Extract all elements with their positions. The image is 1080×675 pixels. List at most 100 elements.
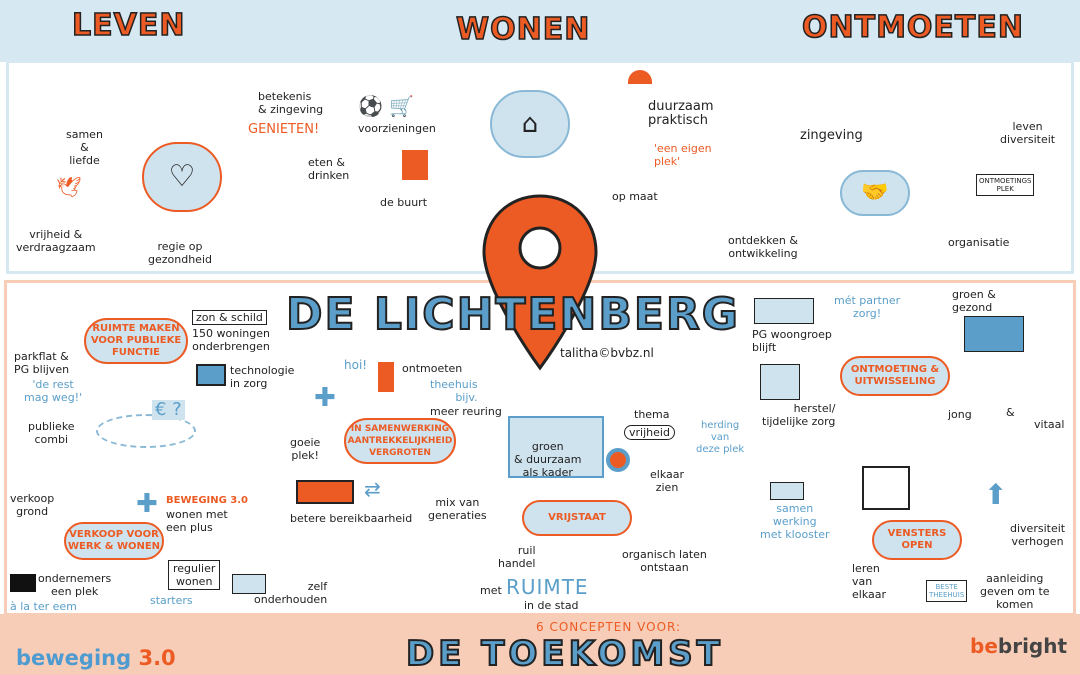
label-diversiteit: diversiteit verhogen [1010, 522, 1066, 548]
label-herding: herding van deze plek [696, 420, 745, 455]
label-groen-duurzaam: groen & duurzaam als kader [514, 440, 582, 479]
location-pin-icon [482, 194, 598, 371]
person-waving-icon [378, 362, 394, 392]
label-partner-zorg: mét partner zorg! [834, 294, 901, 320]
label-organisatie: organisatie [948, 236, 1010, 249]
label-zon-schild: zon & schild [192, 310, 267, 325]
label-eten: eten & drinken [308, 156, 350, 182]
footer-title: DE TOEKOMST [405, 633, 724, 675]
label-in-de-stad: in de stad [524, 599, 579, 612]
buildings-icon [754, 298, 814, 324]
label-jong: jong [948, 408, 972, 421]
label-starters: starters [150, 594, 193, 607]
label-betekenis: betekenis & zingeving [258, 90, 324, 116]
concept-cloud-ontmoeting: ONTMOETING & UITWISSELING [840, 356, 950, 396]
label-150-woningen: 150 woningen onderbrengen [192, 327, 270, 353]
main-title: DE LICHTENBERG [285, 289, 740, 341]
footer-subtitle: 6 CONCEPTEN VOOR: [536, 620, 682, 634]
label-parkflat: parkflat & PG blijven [14, 350, 70, 376]
beste-theehuis-sign: BESTE THEEHUIS [926, 580, 968, 602]
bus-icon [296, 480, 354, 504]
header-band [0, 0, 1080, 62]
label-voorzieningen: voorzieningen [358, 122, 436, 135]
label-ruil-handel: ruil handel [498, 544, 536, 570]
label-vitaal: vitaal [1034, 418, 1065, 431]
shopping-cart-icon: ⚽ 🛒 [358, 94, 415, 118]
label-publieke-combi: publieke combi [28, 420, 75, 446]
logo-number: 3.0 [138, 646, 176, 670]
label-beweging: BEWEGING 3.0 [166, 495, 249, 506]
label-en: & [1006, 406, 1015, 419]
plus-icon: ✚ [136, 489, 158, 519]
label-hoi: hoi! [344, 358, 368, 372]
houses-tree-icon [964, 316, 1024, 352]
field-icon [96, 414, 196, 448]
bird-icon: 🕊 [56, 175, 82, 199]
concept-cloud-verkoop: VERKOOP VOOR WERK & WONEN [64, 522, 164, 560]
heading-leven: LEVEN [71, 7, 186, 44]
orange-house-icon [402, 150, 428, 180]
house-cloud: ⌂ [490, 90, 570, 158]
label-regulier: regulier wonen [168, 560, 221, 590]
label-ruimte: RUIMTE [506, 575, 589, 599]
sun-icon [628, 70, 652, 84]
label-regie: regie op gezondheid [148, 240, 212, 266]
handshake-cloud: 🤝 [840, 170, 910, 216]
logo-be: be [970, 634, 998, 658]
label-leren: leren van elkaar [852, 562, 887, 601]
ontmoetingsplek-sign: ONTMOETINGS PLEK [976, 174, 1035, 196]
label-buurt: de buurt [380, 196, 428, 209]
heading-ontmoeten: ONTMOETEN [801, 9, 1024, 46]
label-eigen-plek: 'een eigen plek' [654, 142, 712, 168]
label-de-rest: 'de rest mag weg!' [24, 378, 83, 404]
concept-cloud-ruimte: RUIMTE MAKEN VOOR PUBLIEKE FUNCTIE [84, 318, 188, 364]
label-leven-diversiteit: leven diversiteit [1000, 120, 1056, 146]
house-icon: ⌂ [521, 109, 539, 139]
label-goeie-plek: goeie plek! [290, 436, 321, 462]
label-ontdekken: ontdekken & ontwikkeling [728, 234, 798, 260]
euro-sign: € ? [152, 400, 185, 420]
plus-icon: ✚ [314, 383, 336, 413]
label-elkaar-zien: elkaar zien [650, 468, 685, 494]
label-pg-woongroep: PG woongroep blijft [752, 328, 832, 354]
logo-text: beweging [16, 646, 132, 670]
label-groen-gezond: groen & gezond [952, 288, 996, 314]
concept-cloud-vensters: VENSTERS OPEN [872, 520, 962, 560]
monastery-icon [770, 482, 804, 500]
laptop-icon [196, 364, 226, 386]
label-samenwerking-klooster: samen werking met klooster [760, 502, 830, 541]
label-thema: thema [634, 408, 670, 421]
label-theehuis: theehuis bijv. [430, 378, 478, 404]
label-verkoop-grond: verkoop grond [10, 492, 55, 518]
label-zingeving: zingeving [800, 128, 863, 143]
credit: talitha©bvbz.nl [560, 346, 654, 360]
handshake-icon: 🤝 [861, 180, 889, 205]
footer-band [0, 614, 1080, 675]
up-arrow-icon: ⬆ [984, 478, 1008, 511]
heart-icon: ♡ [168, 159, 196, 194]
care-house-icon [760, 364, 800, 400]
bricks-icon [232, 574, 266, 594]
beweging-logo: beweging 3.0 [16, 646, 176, 670]
heading-wonen: WONEN [455, 11, 591, 48]
label-wonen-plus: wonen met een plus [166, 508, 228, 534]
logo-bright: bright [997, 634, 1068, 658]
label-vrijheid: vrijheid & verdraagzaam [16, 228, 96, 254]
label-herstel: herstel/ tijdelijke zorg [762, 402, 836, 428]
label-genieten: GENIETEN! [248, 122, 320, 137]
label-mix-generaties: mix van generaties [428, 496, 487, 522]
label-ontmoeten: ontmoeten [402, 362, 463, 375]
concept-cloud-samenwerking: IN SAMENWERKING AANTREKKELIJKHEID VERGRO… [344, 418, 456, 464]
bebright-logo: bebright [970, 634, 1067, 658]
concept-cloud-vrijstaat: VRIJSTAAT [522, 500, 632, 536]
label-bereikbaarheid: betere bereikbaarheid [290, 512, 413, 525]
heart-cloud: ♡ [142, 142, 222, 212]
label-meer-reuring: meer reuring [430, 405, 502, 418]
label-organisch: organisch laten ontstaan [622, 548, 707, 574]
label-opmaat: op maat [612, 190, 658, 203]
exchange-arrows-icon: ⇄ [364, 477, 381, 501]
label-met: met [480, 584, 502, 597]
label-aanleiding: aanleiding geven om te komen [980, 572, 1050, 611]
label-technologie: technologie in zorg [230, 364, 295, 390]
green-frame [508, 416, 604, 478]
